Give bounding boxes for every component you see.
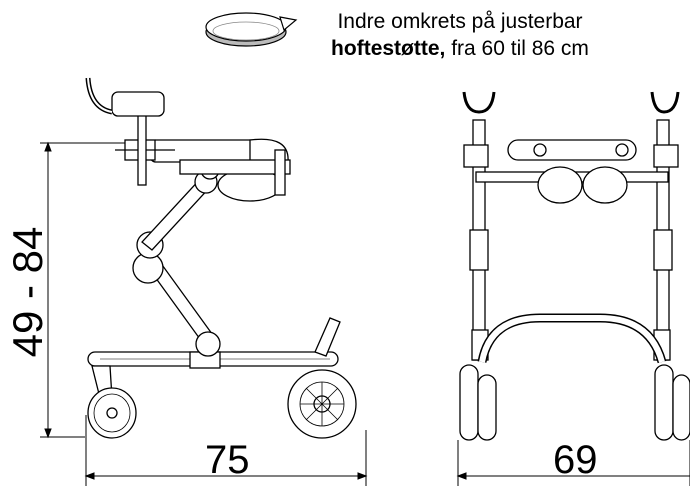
side-width-dimension-line — [84, 415, 368, 486]
front-width-label: 69 — [553, 438, 598, 482]
caption-line-1: Indre omkrets på justerbar — [337, 10, 583, 33]
walker-front-view — [459, 91, 690, 441]
hip-support-caption: Indre omkrets på justerbar hoftestøtte, … — [300, 8, 620, 62]
walker-side-view — [85, 77, 357, 439]
height-range-label: 49 - 84 — [4, 226, 51, 358]
height-dimension-line — [40, 141, 125, 439]
rotation-arrow-icon — [205, 12, 298, 47]
front-width-dimension-line — [456, 440, 690, 486]
caption-line-2: hoftestøtte, fra 60 til 86 cm — [300, 35, 620, 62]
caption-range-text: fra 60 til 86 cm — [445, 37, 589, 60]
side-width-label: 75 — [205, 438, 250, 482]
caption-bold-term: hoftestøtte, — [331, 37, 446, 60]
